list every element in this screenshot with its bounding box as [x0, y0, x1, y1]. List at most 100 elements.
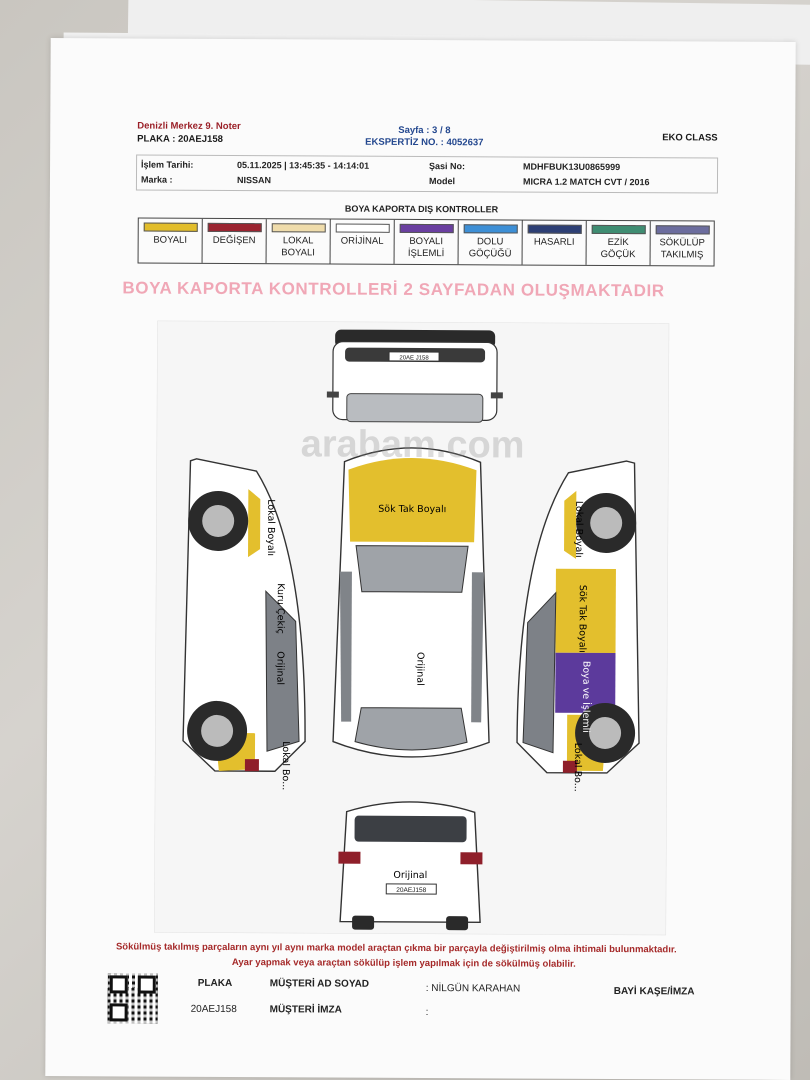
legend-title: BOYA KAPORTA DIŞ KONTROLLER	[344, 203, 499, 215]
hood-painted	[348, 457, 477, 543]
vehicle-info-box: İşlem Tarihi: 05.11.2025 | 13:45:35 - 14…	[135, 154, 719, 194]
legend-item: LOKAL BOYALI	[266, 219, 331, 264]
right-front-door	[555, 568, 616, 654]
legend-item: EZİK GÖÇÜK	[586, 220, 651, 266]
chassis-value: MDHFBUK13U0865999	[523, 161, 621, 173]
report-page: Denizli Merkez 9. Noter PLAKA : 20AEJ158…	[45, 38, 796, 1080]
legend-label: DOLU GÖÇÜĞÜ	[468, 236, 512, 260]
customer-signature-label: MÜŞTERİ İMZA	[269, 1004, 342, 1016]
legend-swatch	[655, 225, 710, 235]
legend-item: HASARLI	[522, 220, 587, 265]
watermark: arabam.com	[301, 423, 525, 466]
right-side-view: Lokal Boyalı Sök Tak Boyalı Boya ve İşle…	[516, 460, 640, 792]
right-rear-light	[562, 760, 577, 773]
legend-label: EZİK GÖÇÜK	[600, 236, 636, 261]
rear-window-top	[354, 707, 468, 751]
date-label: İşlem Tarihi:	[141, 159, 194, 170]
date-value: 05.11.2025 | 13:45:35 - 14:14:01	[237, 160, 370, 171]
legend-item: DEĞİŞEN	[202, 218, 267, 264]
legend-swatch	[527, 224, 582, 234]
legend-swatch	[399, 223, 454, 234]
left-door-rear-label: Orijinal	[274, 651, 285, 685]
right-front-label: Lokal Boyalı	[573, 501, 584, 558]
notary-name: Denizli Merkez 9. Noter	[137, 120, 241, 133]
info-banner: BOYA KAPORTA KONTROLLERİ 2 SAYFADAN OLUŞ…	[122, 278, 665, 301]
brand-value: NISSAN	[236, 175, 272, 186]
left-front-rim	[202, 504, 235, 537]
left-rear-rim	[201, 714, 234, 747]
right-windows	[522, 591, 557, 754]
left-front-fender	[248, 489, 261, 558]
dealer-stamp-label: BAYİ KAŞE/İMZA	[613, 986, 695, 998]
rear-plate: 20AEJ158	[396, 887, 426, 894]
legend-swatch	[207, 222, 262, 233]
legend-swatch	[463, 224, 518, 234]
class-label: EKO CLASS	[662, 132, 718, 144]
note-line-1: Sökülmüş takılmış parçaların aynı yıl ay…	[115, 941, 677, 956]
side-window-left-top	[339, 571, 352, 722]
legend-label: HASARLI	[533, 236, 575, 248]
footer-plate-label: PLAKA	[197, 977, 233, 990]
legend-item: BOYALI	[138, 218, 203, 263]
rear-plate-box	[385, 883, 437, 895]
legend-table: BOYALI DEĞİŞEN LOKAL BOYALI ORİJİNAL BOYALI …	[137, 217, 715, 267]
roof-label: Orijinal	[414, 652, 425, 686]
legend-label: BOYALI	[153, 234, 188, 246]
hood-label: Sök Tak Boyalı	[378, 504, 446, 515]
footer-plate-value: 20AEJ158	[190, 1003, 237, 1016]
qr-code	[107, 973, 158, 1024]
chassis-label: Şasi No:	[429, 161, 466, 172]
right-front-fender	[564, 490, 577, 559]
top-view: Sök Tak Boyalı Orijinal	[332, 447, 490, 758]
model-label: Model	[428, 176, 456, 187]
rear-glass	[354, 815, 467, 843]
right-rear-door	[555, 652, 616, 714]
mirror-right-front	[490, 392, 503, 399]
front-view: 20AE J158	[326, 329, 503, 423]
front-windshield	[346, 393, 484, 423]
brand-label: Marka :	[140, 174, 173, 185]
rear-tire-right	[446, 916, 469, 931]
left-windows	[265, 589, 300, 752]
left-door-front-label: Kuru Çekiç	[275, 583, 286, 634]
left-side-view: Lokal Boyalı Kuru Çekiç Orijinal Lokal B…	[182, 458, 306, 790]
model-value: MICRA 1.2 MATCH CVT / 2016	[522, 176, 650, 188]
right-rear-rim	[589, 716, 622, 749]
customer-signature-value: :	[425, 1007, 429, 1019]
legend-label: LOKAL BOYALI	[281, 235, 315, 259]
legend-item: ORİJİNAL	[330, 219, 395, 264]
plate-line: PLAKA : 20AEJ158	[137, 133, 223, 145]
left-rear-light	[244, 759, 259, 772]
legend-swatch	[335, 223, 390, 233]
customer-name-label: MÜŞTERİ AD SOYAD	[269, 978, 370, 990]
rear-tire-left	[352, 915, 375, 930]
legend-swatch	[271, 223, 326, 233]
legend-item: DOLU GÖÇÜĞÜ	[458, 220, 523, 265]
rear-light-right	[460, 852, 483, 865]
legend-label: SÖKÜLÜP TAKILMIŞ	[659, 237, 705, 261]
rear-light-left	[338, 851, 361, 864]
legend-label: DEĞİŞEN	[212, 234, 256, 247]
front-plate-box	[388, 351, 440, 362]
legend-label: BOYALI İŞLEMLİ	[407, 235, 445, 260]
left-rear-label: Lokal Bo...	[280, 741, 291, 790]
rear-label: Orijinal	[393, 870, 427, 881]
side-window-right-top	[471, 572, 484, 723]
right-rear-label: Lokal Bo...	[572, 743, 583, 792]
front-plate: 20AE J158	[399, 355, 429, 361]
legend-item: BOYALI İŞLEMLİ	[394, 219, 459, 265]
note-line-2: Ayar yapmak veya araçtan sökülüp işlem y…	[231, 957, 576, 970]
rear-view: Orijinal 20AEJ158	[338, 801, 483, 931]
mirror-left-front	[326, 391, 339, 398]
page-number: Sayfa : 3 / 8	[398, 124, 451, 137]
legend-item: SÖKÜLÜP TAKILMIŞ	[651, 221, 714, 265]
customer-name-value: : NİLGÜN KARAHAN	[425, 983, 521, 995]
car-damage-diagram: 20AE J158 Sök Tak Boyalı Orijinal	[154, 320, 670, 936]
left-front-label: Lokal Boyalı	[265, 499, 276, 556]
right-front-rim	[590, 506, 623, 539]
legend-swatch	[143, 222, 198, 232]
right-door-rear-label: Boya ve İşlemli	[580, 661, 591, 733]
legend-swatch	[591, 224, 646, 235]
right-door-front-label: Sök Tak Boyalı	[577, 585, 588, 653]
windshield-top	[355, 545, 469, 593]
